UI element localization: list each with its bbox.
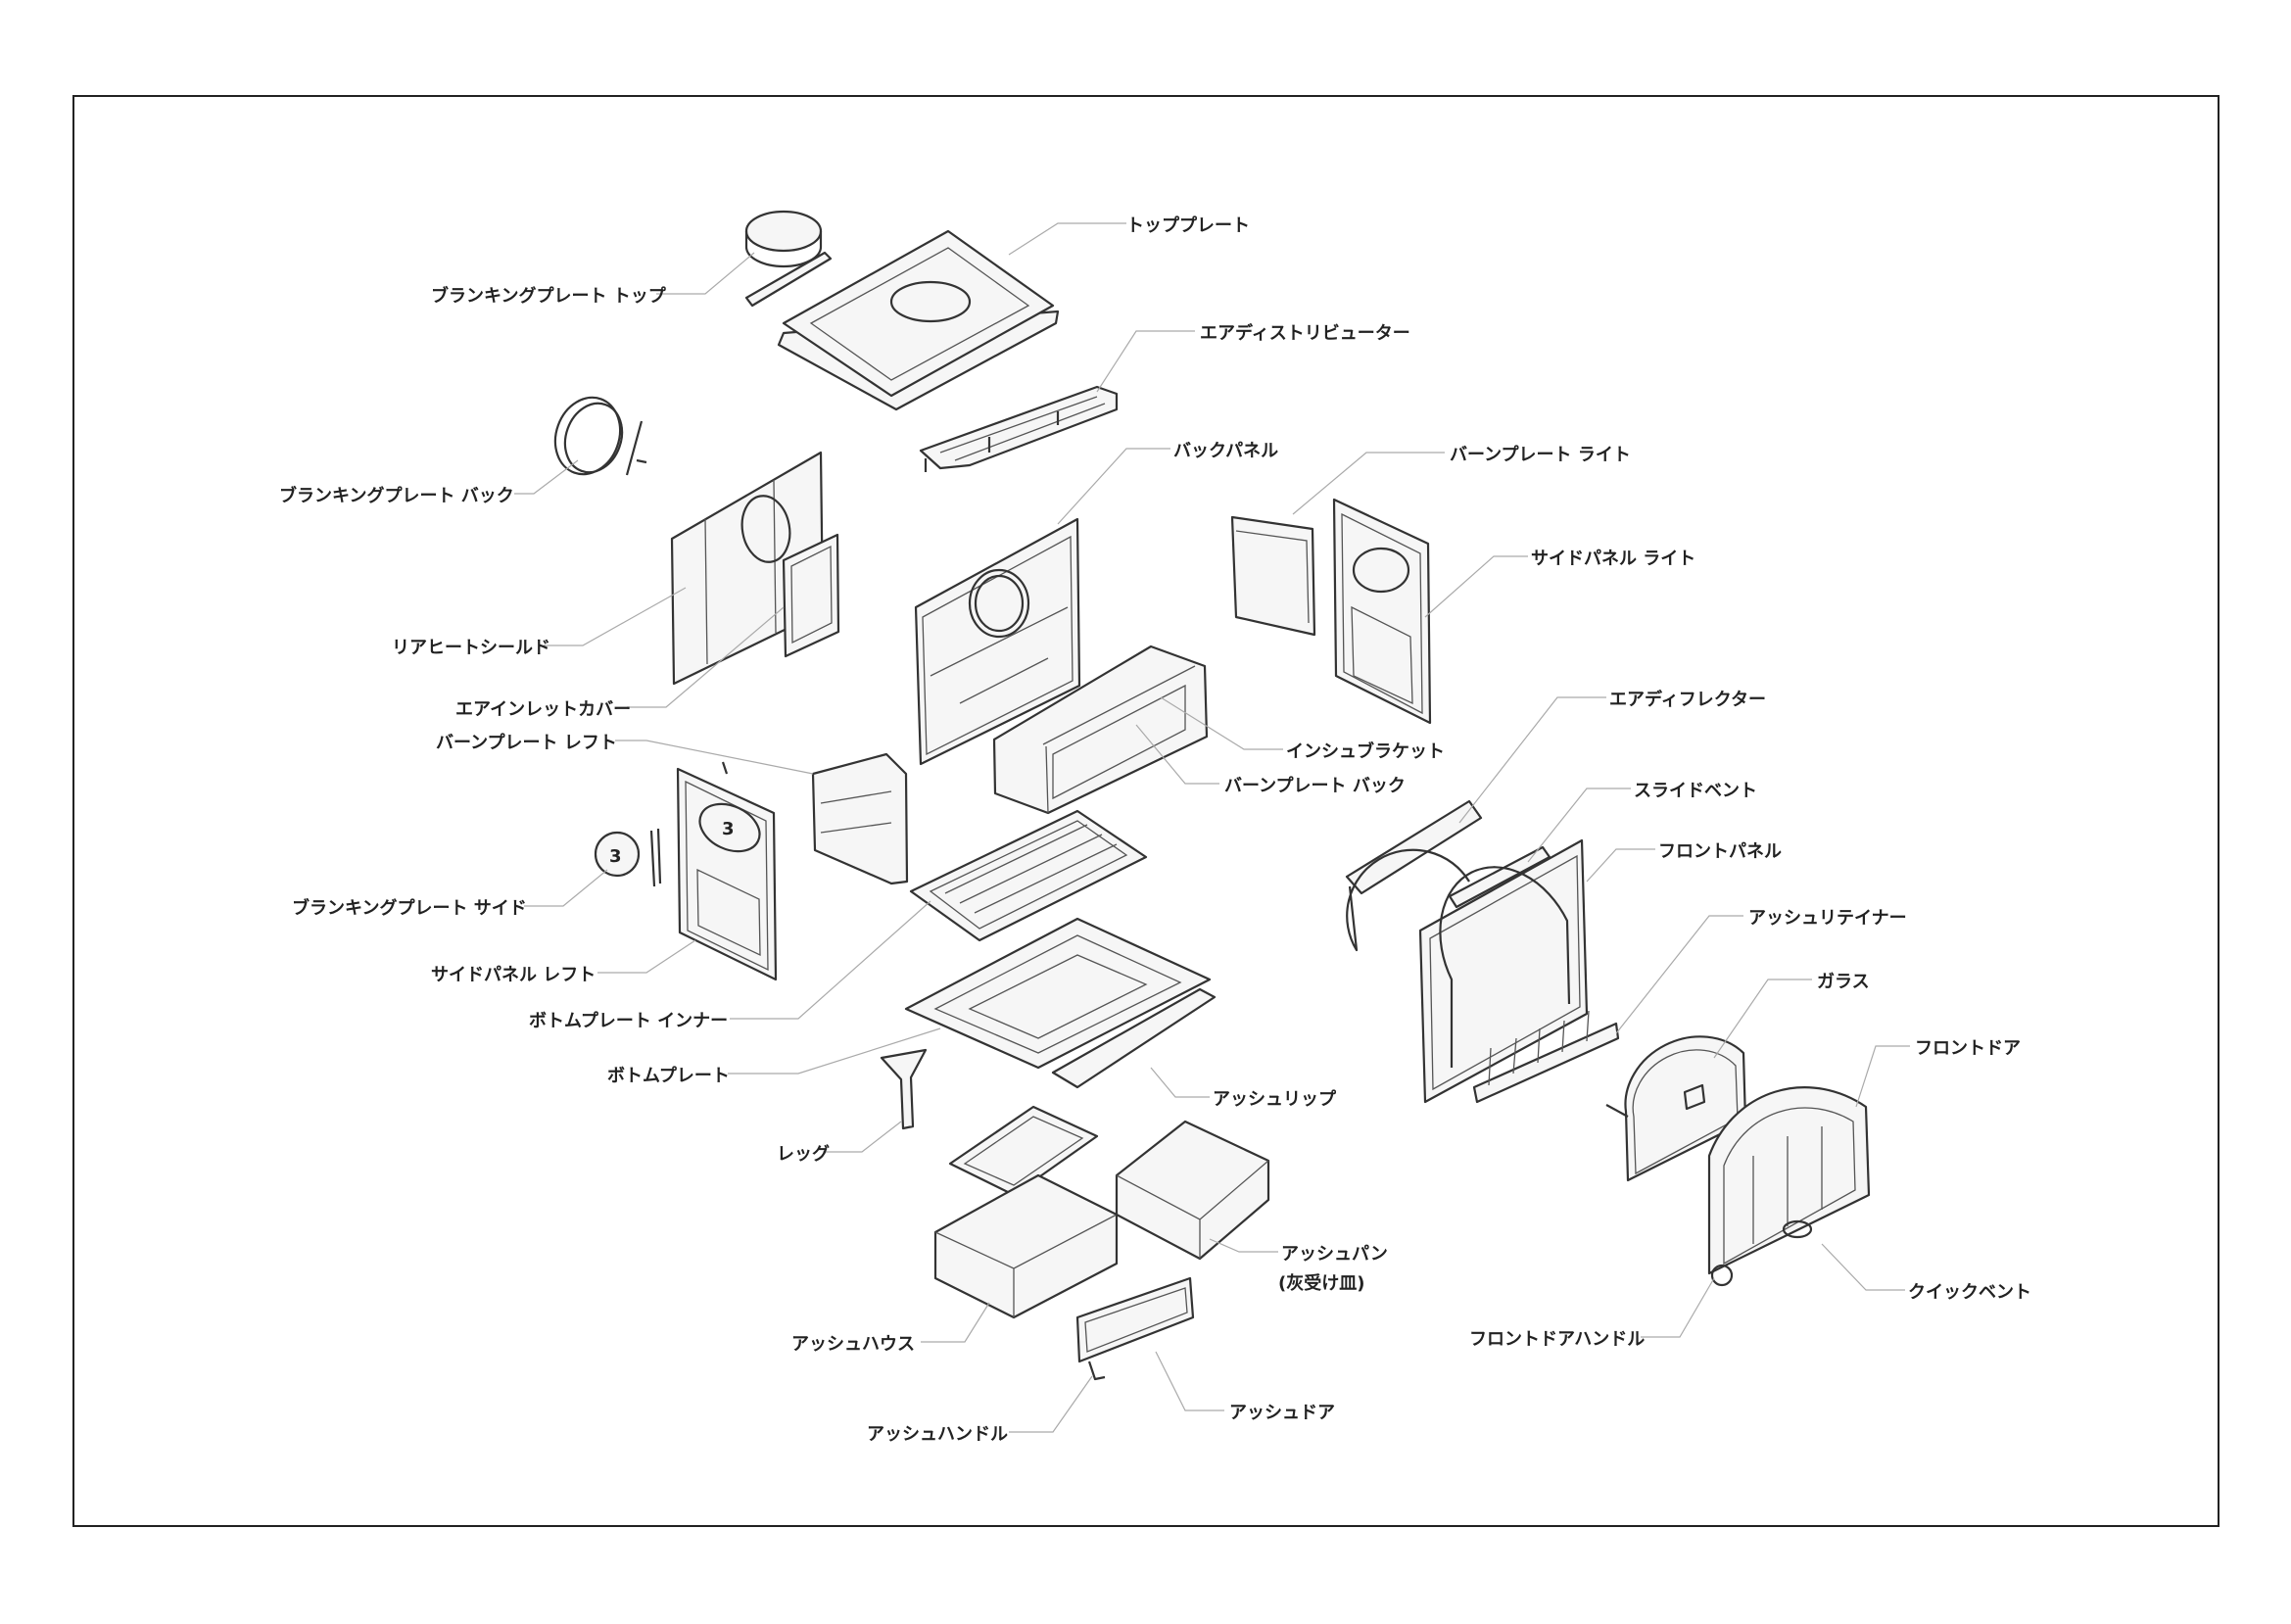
leg-part [880, 1048, 928, 1130]
front-door-part [1707, 1086, 1871, 1287]
label-front-panel: フロントパネル [1658, 841, 1782, 862]
label-insul-bracket: インシュブラケット [1286, 740, 1445, 762]
air-distributor-part [919, 385, 1119, 472]
label-blanking-plate-top: ブランキングプレート トップ [431, 285, 667, 307]
label-bottom-plate: ボトムプレート [607, 1065, 730, 1086]
label-blanking-plate-back: ブランキングプレート バック [279, 485, 514, 506]
label-ash-pan: アッシュパン [1281, 1244, 1388, 1265]
label-rear-heat-shield: リアヒートシールド [392, 638, 550, 658]
burn-plate-back-part [992, 645, 1209, 815]
bottom-plate-part [904, 917, 1212, 1070]
label-ash-house: アッシュハウス [791, 1334, 915, 1355]
slide-vent-part [1448, 845, 1551, 909]
leader-lines [514, 222, 1910, 1433]
front-panel-part [1418, 838, 1589, 1104]
burn-plate-left-part [811, 752, 909, 885]
label-burn-plate-right: バーンプレート ライト [1450, 444, 1631, 465]
label-back-panel: バックパネル [1173, 441, 1278, 461]
back-panel-part [914, 517, 1081, 766]
blanking-plate-side-part: 3 [594, 828, 662, 887]
label-front-door: フロントドア [1915, 1038, 2021, 1059]
label-top-plate: トッププレート [1126, 215, 1250, 236]
blanking-plate-top-part [744, 210, 833, 308]
label-ash-door: アッシュドア [1229, 1403, 1335, 1423]
label-ash-handle: アッシュハンドル [867, 1424, 1008, 1445]
ash-house-frame-part [948, 1105, 1099, 1197]
part-labels: トッププレート ブランキングプレート トップ エアディストリビューター バックパ… [279, 215, 2031, 1445]
ash-retainer-part [1472, 1010, 1620, 1104]
blanking-plate-back-part [553, 396, 647, 476]
drawing-frame [72, 95, 2219, 1527]
ash-lip-part [1051, 987, 1217, 1089]
label-side-panel-right: サイドパネル ライト [1531, 549, 1695, 569]
label-ash-retainer: アッシュリテイナー [1748, 908, 1907, 929]
top-plate-part [777, 229, 1060, 411]
glass-part [1605, 1035, 1747, 1182]
label-burn-plate-left: バーンプレート レフト [436, 732, 617, 753]
label-air-deflector: エアディフレクター [1609, 689, 1766, 710]
label-ash-pan-sub: (灰受け皿) [1278, 1272, 1364, 1294]
air-inlet-cover-part [782, 533, 840, 658]
label-front-door-handle: フロントドアハンドル [1469, 1329, 1645, 1350]
bottom-plate-inner-part [909, 809, 1148, 942]
ash-pan-part [1115, 1120, 1270, 1261]
air-deflector-part [1345, 799, 1483, 952]
label-bottom-plate-inner: ボトムプレート インナー [529, 1010, 728, 1031]
label-blanking-plate-side: ブランキングプレート サイド [292, 897, 527, 919]
label-side-panel-left: サイドパネル レフト [431, 965, 596, 985]
label-burn-plate-back: バーンプレート バック [1224, 775, 1406, 796]
ash-handle-part [1087, 1361, 1106, 1381]
label-quick-vent: クイックベント [1908, 1282, 2031, 1303]
side-panel-left-part: 3 [676, 761, 778, 981]
ash-house-part [933, 1173, 1119, 1319]
label-slide-vent: スライドベント [1634, 781, 1757, 801]
side-panel-right-part [1332, 498, 1432, 725]
label-ash-lip: アッシュリップ [1213, 1088, 1337, 1110]
label-leg: レッグ [777, 1143, 830, 1165]
side-panel-emblem-number: 3 [722, 819, 735, 839]
ash-door-part [1075, 1276, 1195, 1363]
burn-plate-right-part [1230, 515, 1316, 637]
blanking-plate-side-number: 3 [609, 846, 622, 867]
label-glass: ガラス [1817, 972, 1870, 992]
label-air-distributor: エアディストリビューター [1200, 322, 1410, 344]
label-air-inlet-cover: エアインレットカバー [455, 699, 631, 720]
